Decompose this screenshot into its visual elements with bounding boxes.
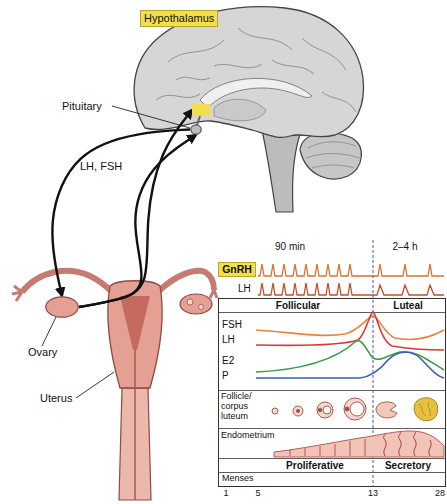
lh-curve: [256, 312, 444, 350]
antrum: [323, 406, 331, 414]
gyri-lines: [156, 28, 356, 112]
leader-line: [76, 372, 114, 398]
hormone-arrow: [79, 110, 192, 307]
hormone-label: P: [222, 370, 229, 381]
antrum: [350, 402, 364, 416]
edge-label: LH, FSH: [80, 160, 122, 172]
part-label: Uterus: [40, 392, 72, 404]
follicle-row: [272, 398, 438, 421]
lh-pulses: [258, 283, 444, 295]
row-label: Menses: [222, 474, 254, 484]
fallopian-tube: [22, 271, 112, 292]
hormone-label: FSH: [222, 319, 242, 330]
fimbria: [12, 286, 22, 301]
ovary-shape-outline: [45, 296, 79, 318]
ovary-label: Ovary: [28, 346, 57, 359]
endometrial-lining: [274, 431, 444, 457]
leader-line: [112, 106, 190, 128]
antral-follicle: [317, 402, 333, 418]
ovary-follicle: [187, 299, 193, 305]
gnrh-pulses: [258, 264, 444, 276]
ovary-shape-fill: [46, 297, 78, 317]
ovary-shape: Ovary: [45, 296, 79, 318]
row-label: Follicle/ corpus luteum: [221, 392, 263, 422]
leader-lines: [42, 106, 190, 398]
cerebrum: [134, 7, 363, 138]
endometrium-row: [274, 431, 444, 457]
fallopian-tube: [158, 271, 214, 292]
phase-label: Proliferative: [286, 460, 344, 471]
uterus-illustration: [12, 271, 217, 500]
phase-label: Secretory: [385, 460, 431, 471]
e2-curve: [256, 341, 444, 372]
phase-label: Luteal: [393, 300, 422, 311]
pituitary-label: Pituitary: [62, 100, 102, 113]
ovary-follicle: [199, 305, 204, 310]
hormone-arrow: [52, 130, 190, 297]
corpus-luteum: [414, 398, 438, 421]
leader-line: [42, 317, 56, 346]
hypothalamus-label: Hypothalamus: [140, 10, 218, 27]
cervical-canal: [134, 350, 136, 500]
pituitary-gland: Pituitary: [190, 124, 202, 135]
hormone-label: E2: [222, 355, 234, 366]
oocyte: [318, 408, 322, 412]
brain: [134, 7, 363, 212]
day-number: 1: [223, 489, 228, 499]
brainstem: [262, 130, 300, 212]
oocyte: [345, 407, 349, 411]
diencephalon: [214, 99, 266, 121]
dominant-follicle: [344, 398, 366, 420]
pulse-trains: [258, 264, 444, 295]
row-label: Endometrium: [221, 431, 275, 441]
interval-label: 90 min: [275, 241, 305, 252]
hormone-arrow: [79, 135, 196, 307]
hypothalamus-region: Hypothalamus: [192, 104, 210, 116]
day-number: 28: [435, 489, 445, 499]
oocyte: [297, 410, 300, 413]
cerebellum-folia: [306, 142, 360, 168]
phase-label: Follicular: [276, 300, 320, 311]
pituitary-stalk: [197, 116, 200, 125]
cycle-chart-frame: [219, 240, 446, 487]
interval-label: 2–4 h: [392, 241, 417, 252]
gnrh-box: GnRH: [218, 262, 256, 277]
corpus-luteum-folds: [419, 402, 430, 416]
pituitary-gland-fill: [191, 125, 201, 134]
row-dividers: [219, 313, 446, 473]
hormone-label: LH: [222, 334, 235, 345]
ovary-right: [180, 294, 212, 314]
primordial-follicle: [272, 408, 278, 414]
hormone-curves: [256, 312, 444, 378]
gnrh-label: GnRH: [222, 263, 252, 275]
chart-border: [219, 299, 446, 487]
primary-follicle: [293, 406, 303, 416]
fimbria: [210, 290, 217, 298]
uterine-cavity: [120, 296, 150, 350]
fsh-curve: [256, 316, 444, 340]
day-number: 5: [255, 489, 260, 499]
straight-glands: [290, 439, 365, 456]
cerebellum: [300, 133, 361, 179]
pulse-row-label: LH: [238, 283, 251, 294]
day-number: 13: [368, 489, 378, 499]
pituitary-gland-outline: [190, 124, 202, 135]
p-curve: [256, 352, 444, 378]
ruptured-follicle: [376, 402, 397, 418]
spiral-arteries: [384, 432, 432, 456]
